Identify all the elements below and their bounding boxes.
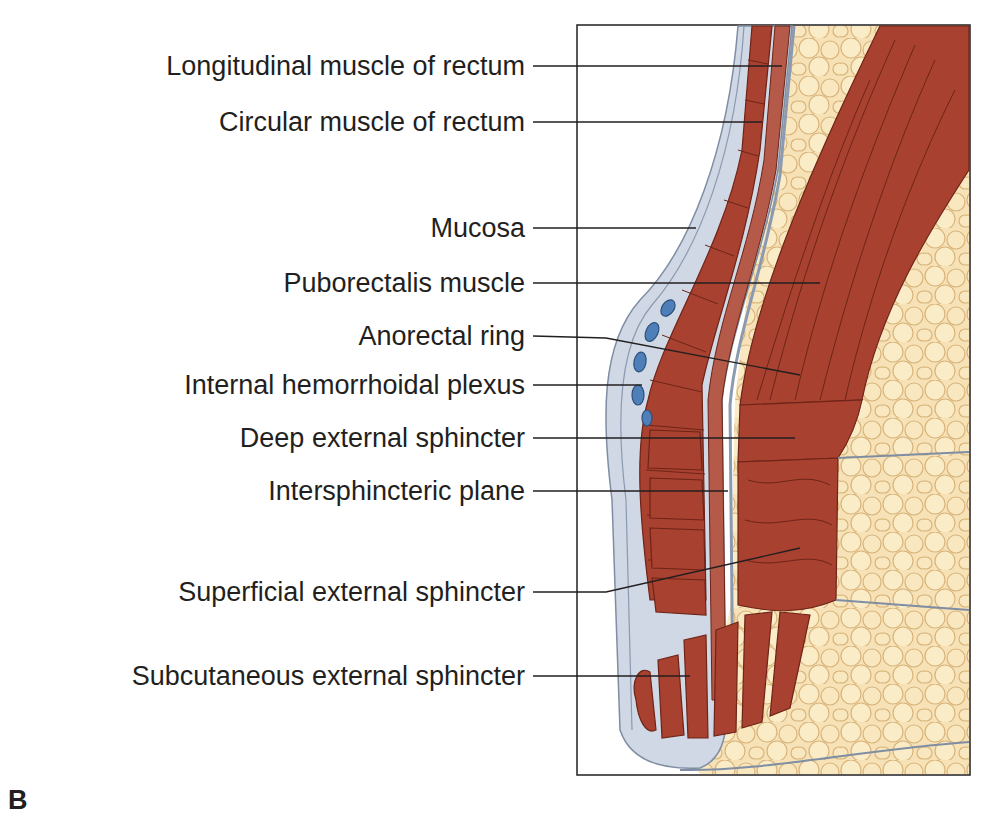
puborectalis	[740, 26, 969, 405]
part-label: Internal hemorrhoidal plexus	[184, 370, 525, 400]
hemorrhoidal-plexus	[632, 297, 678, 426]
fascial-septa	[836, 452, 969, 610]
part-label: Anorectal ring	[358, 321, 525, 351]
part-label: Puborectalis muscle	[283, 268, 525, 298]
subcutaneous-external-sphincter	[634, 430, 810, 738]
part-label: Subcutaneous external sphincter	[132, 661, 525, 691]
part-label: Circular muscle of rectum	[219, 107, 525, 137]
panel-frame	[577, 25, 970, 775]
part-label: Deep external sphincter	[240, 423, 525, 453]
part-label: Intersphincteric plane	[268, 476, 525, 506]
superficial-external-sphincter	[738, 458, 838, 611]
figure-letter: B	[8, 785, 28, 815]
part-label: Superficial external sphincter	[178, 577, 525, 607]
leader-lines	[533, 66, 820, 676]
deep-external-sphincter	[738, 400, 862, 462]
part-label: Longitudinal muscle of rectum	[166, 51, 525, 81]
part-label: Mucosa	[430, 213, 525, 243]
skin-line	[680, 742, 969, 770]
